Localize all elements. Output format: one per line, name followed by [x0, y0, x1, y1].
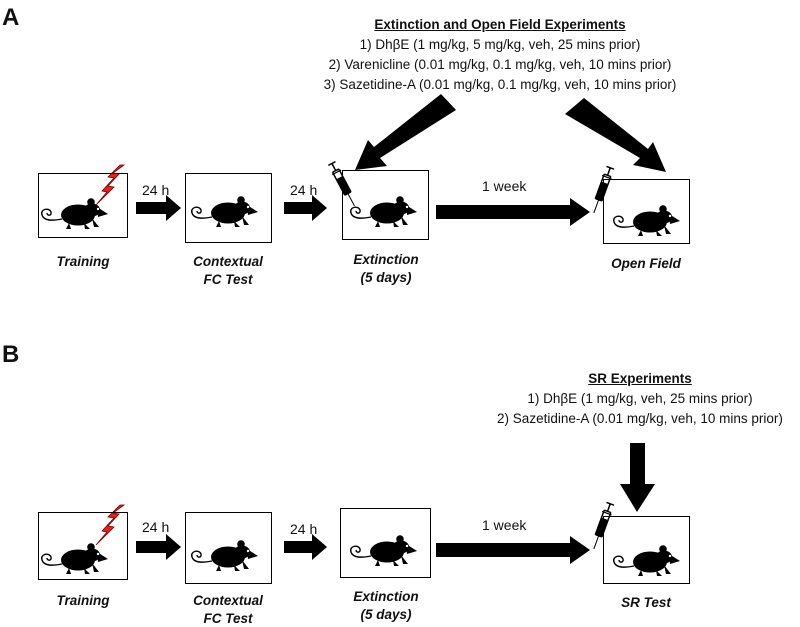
panel-label-b: B [2, 341, 20, 368]
experiments-line: 1) DhβE (1 mg/kg, 5 mg/kg, veh, 25 mins … [359, 37, 641, 52]
stage-box-extinction [342, 170, 429, 240]
experiments-line: 3) Sazetidine-A (0.01 mg/kg, 0.1 mg/kg, … [323, 77, 677, 92]
interval-label: 1 week [482, 178, 527, 194]
arrow-treatment-srtest [620, 443, 655, 512]
stage-caption: FC Test [203, 272, 253, 287]
stage-box-extinction [340, 508, 431, 578]
interval-label: 24 h [290, 182, 318, 198]
stage-caption: SR Test [621, 595, 671, 610]
stage-box-training [38, 173, 128, 238]
stage-caption: Training [56, 593, 110, 608]
interval-label: 24 h [142, 519, 170, 535]
arrow-24h [284, 195, 327, 221]
stage-caption: Open Field [611, 256, 681, 271]
experiments-title: SR Experiments [588, 371, 692, 386]
arrow-1week [436, 536, 590, 564]
stage-caption: FC Test [203, 611, 253, 626]
stage-caption: Training [56, 254, 110, 269]
experiments-line: 2) Sazetidine-A (0.01 mg/kg, veh, 10 min… [497, 411, 783, 426]
stage-caption: Extinction [353, 589, 419, 604]
stage-box-srtest [603, 516, 690, 584]
stage-box-contextual [185, 173, 272, 243]
interval-label: 24 h [142, 182, 170, 198]
stage-caption: Extinction [353, 252, 419, 267]
panel-label-a: A [2, 4, 20, 31]
interval-label: 1 week [482, 517, 527, 533]
stage-box-contextual [185, 512, 272, 584]
stage-box-openfield [603, 179, 690, 244]
arrow-1week [436, 198, 590, 226]
interval-label: 24 h [290, 521, 318, 537]
stage-caption: Contextual [193, 254, 263, 269]
stage-caption: (5 days) [360, 270, 412, 285]
arrow-treatment-openfield [565, 98, 666, 172]
stage-caption: (5 days) [360, 607, 412, 622]
experiments-title: Extinction and Open Field Experiments [374, 17, 626, 32]
experiments-line: 2) Varenicline (0.01 mg/kg, 0.1 mg/kg, v… [328, 57, 672, 72]
experiments-line: 1) DhβE (1 mg/kg, veh, 25 mins prior) [527, 391, 753, 406]
arrow-24h [136, 195, 181, 221]
stage-box-training [38, 512, 128, 580]
arrow-treatment-extinction [355, 94, 456, 170]
stage-caption: Contextual [193, 593, 263, 608]
arrow-24h [284, 534, 327, 560]
arrow-24h [136, 534, 181, 560]
